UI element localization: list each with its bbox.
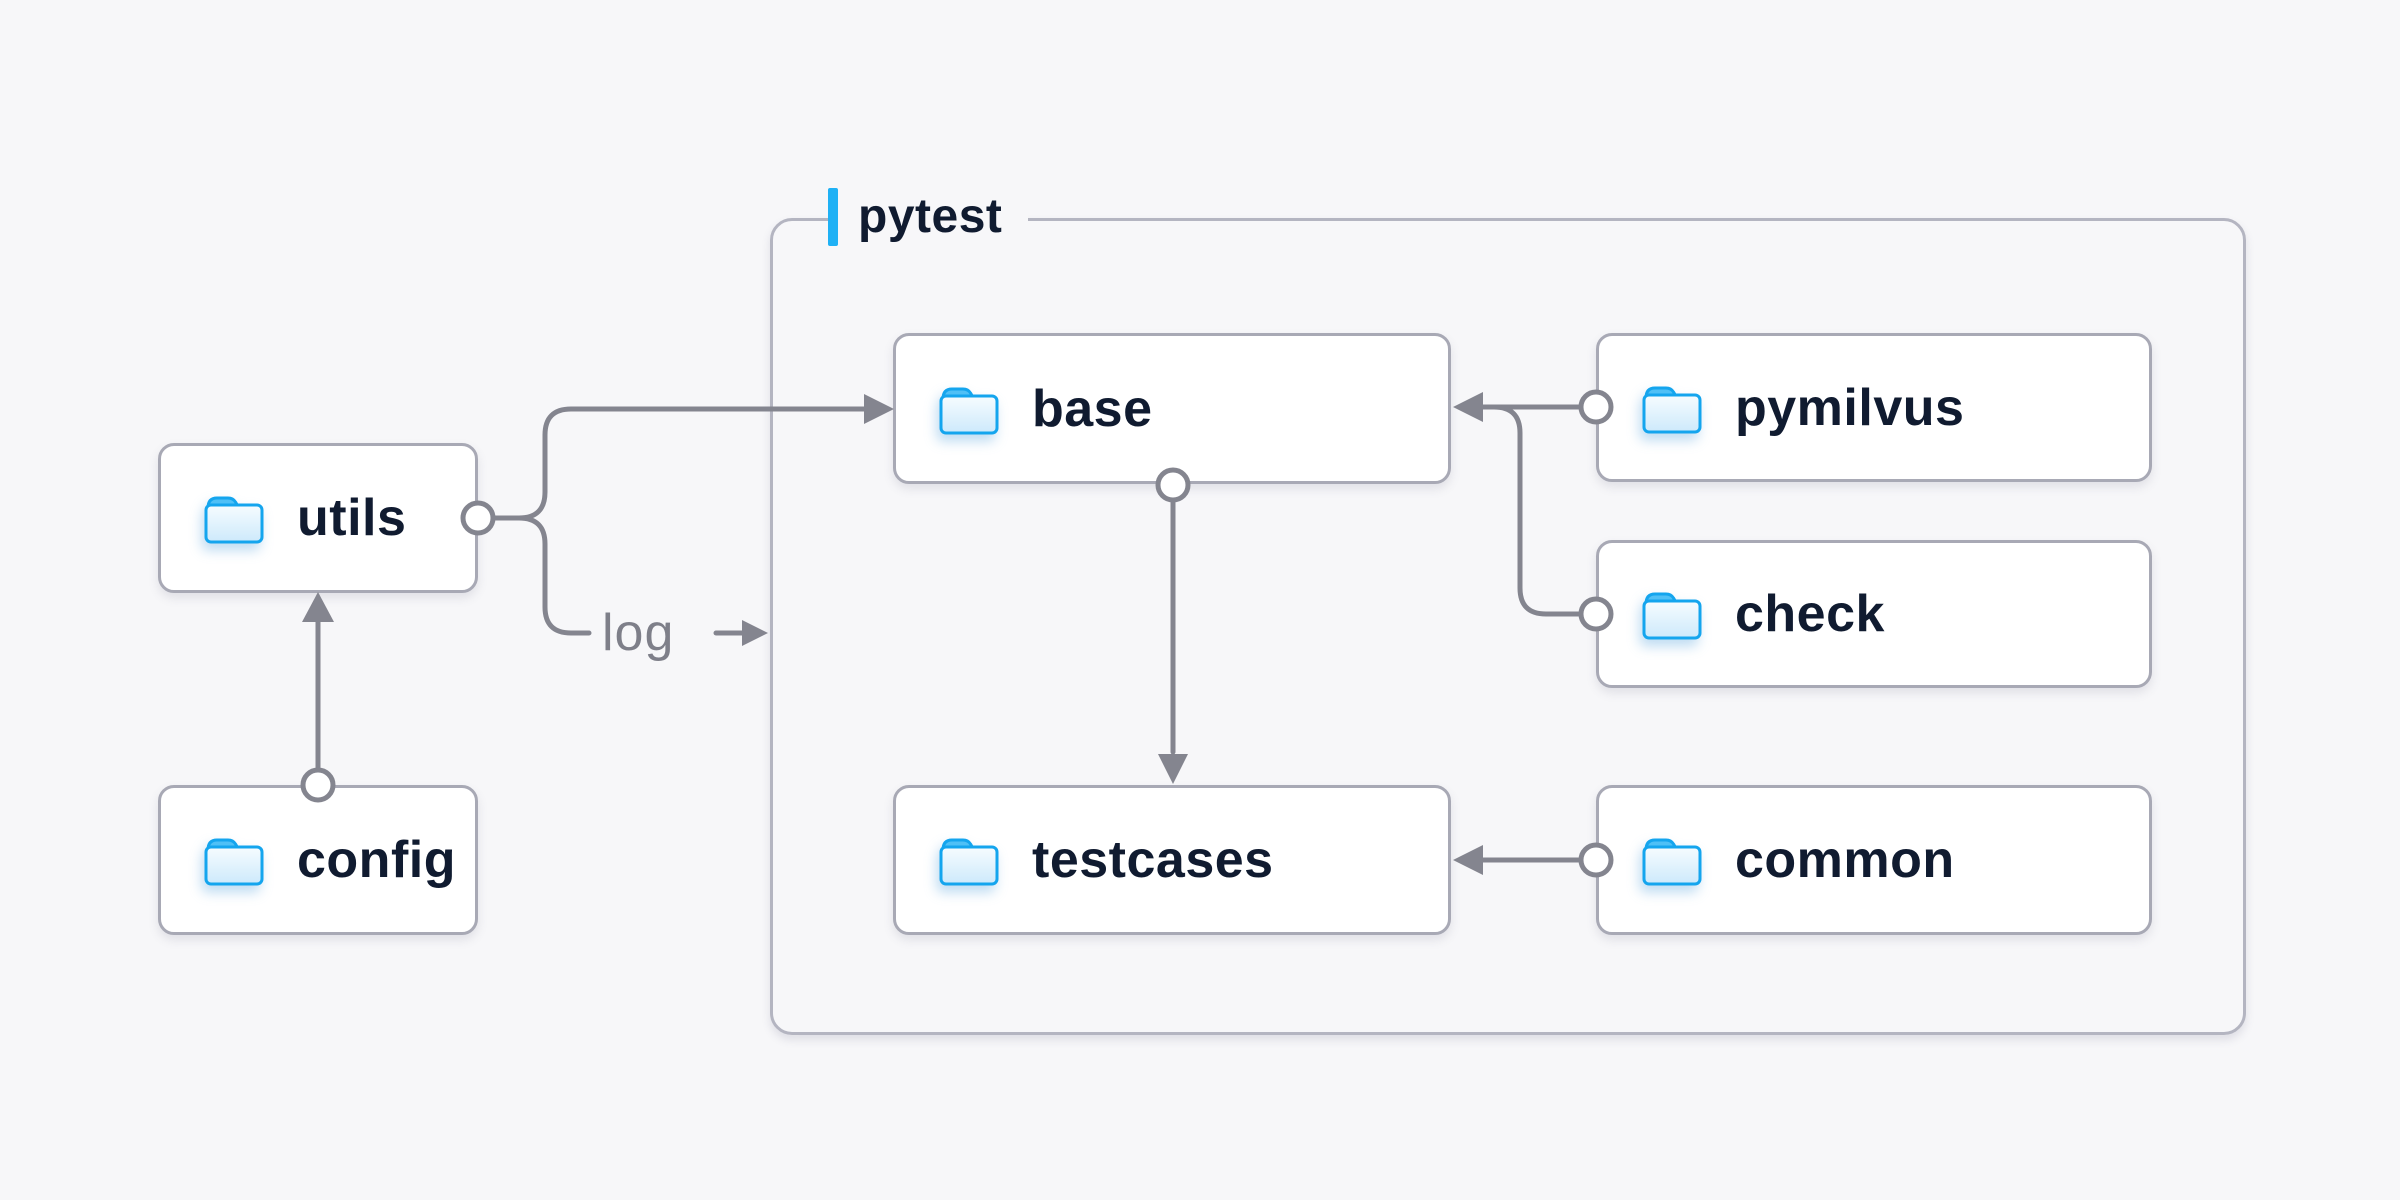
node-config: config bbox=[158, 785, 478, 935]
folder-icon bbox=[936, 832, 1002, 888]
folder-icon bbox=[936, 381, 1002, 437]
node-check: check bbox=[1596, 540, 2152, 688]
node-label: utils bbox=[297, 489, 407, 547]
node-label: testcases bbox=[1032, 831, 1274, 889]
node-label: base bbox=[1032, 379, 1153, 438]
node-common: common bbox=[1596, 785, 2152, 935]
node-base: base bbox=[893, 333, 1451, 484]
log-arrow-icon bbox=[742, 620, 768, 646]
folder-icon bbox=[201, 490, 267, 546]
folder-icon bbox=[201, 832, 267, 888]
group-title: pytest bbox=[838, 185, 1029, 249]
pytest-group-label: pytest bbox=[828, 185, 1029, 249]
node-utils: utils bbox=[158, 443, 478, 593]
pytest-group-container bbox=[770, 218, 2246, 1035]
node-label: config bbox=[297, 831, 456, 889]
node-pymilvus: pymilvus bbox=[1596, 333, 2152, 482]
node-label: check bbox=[1735, 585, 1885, 643]
node-label: pymilvus bbox=[1735, 378, 1965, 437]
node-label: common bbox=[1735, 831, 1955, 889]
edge-label-log: log bbox=[602, 604, 675, 662]
folder-icon bbox=[1639, 832, 1705, 888]
arrowhead-up-utils bbox=[302, 592, 334, 622]
accent-bar bbox=[828, 188, 838, 246]
folder-icon bbox=[1639, 380, 1705, 436]
node-testcases: testcases bbox=[893, 785, 1451, 935]
edge-utils-to-log bbox=[516, 515, 592, 636]
folder-icon bbox=[1639, 586, 1705, 642]
